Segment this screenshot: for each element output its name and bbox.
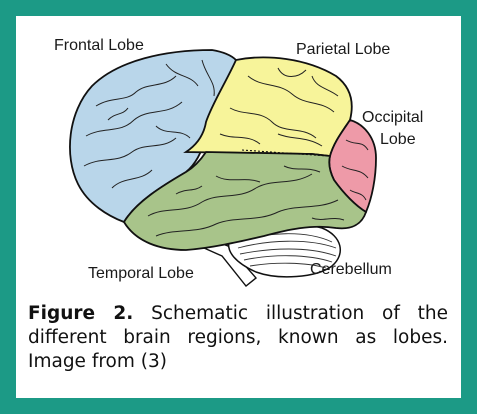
caption-line-3: Image from (3) bbox=[28, 350, 448, 374]
caption-line-2: different brain regions, known as lobes. bbox=[28, 326, 448, 350]
label-frontal-lobe: Frontal Lobe bbox=[54, 38, 144, 54]
caption-line-1-text: Schematic illustration of the bbox=[133, 303, 448, 324]
label-cerebellum: Cerebellum bbox=[310, 262, 392, 278]
label-parietal-lobe: Parietal Lobe bbox=[296, 42, 390, 58]
figure-panel: Frontal Lobe Parietal Lobe Occipital Lob… bbox=[16, 16, 461, 398]
brain-illustration bbox=[16, 16, 461, 296]
label-occipital-line2: Lobe bbox=[380, 132, 416, 148]
caption-line-1: Figure 2. Schematic illustration of the bbox=[28, 302, 448, 326]
figure-label: Figure 2. bbox=[28, 303, 133, 324]
label-temporal-lobe: Temporal Lobe bbox=[88, 266, 194, 282]
label-occipital-line1: Occipital bbox=[362, 110, 423, 126]
figure-caption: Figure 2. Schematic illustration of the … bbox=[28, 302, 448, 374]
